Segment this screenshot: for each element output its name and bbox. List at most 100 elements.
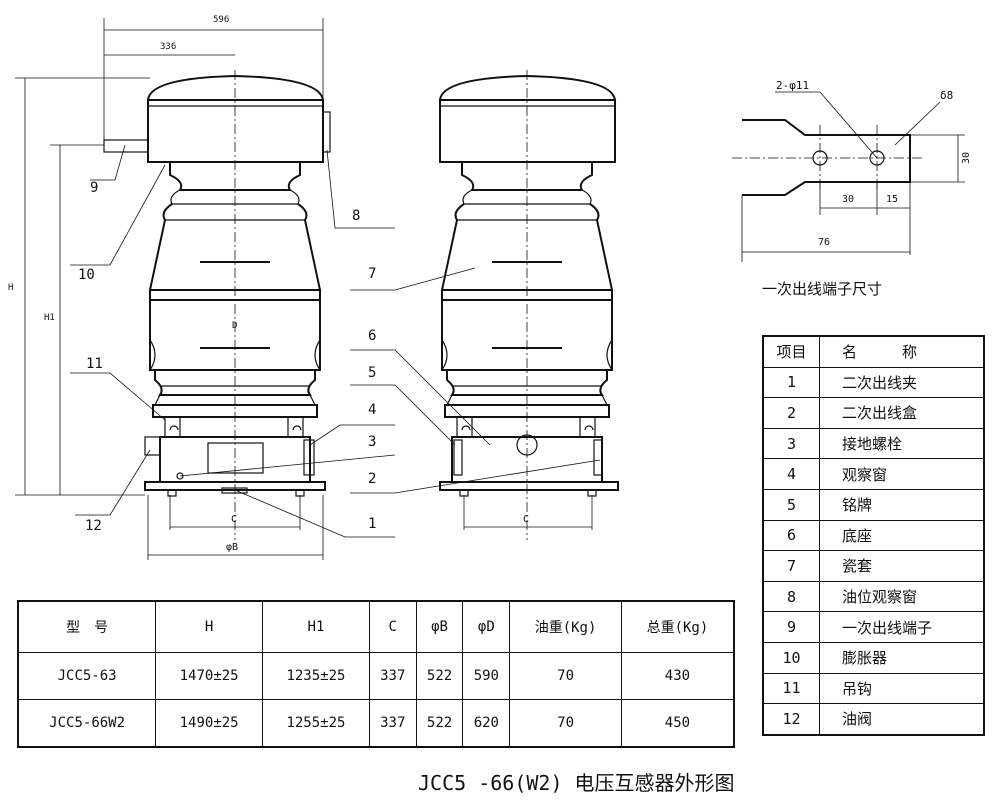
- header-row-cell: 油重(Kg): [509, 600, 622, 653]
- header-row-cell: φD: [462, 600, 511, 653]
- table-row-cell: 70: [509, 652, 622, 700]
- dim-h: H: [8, 283, 13, 293]
- callout-6: 6: [368, 328, 376, 344]
- callouts: 9 10 11 12 8 7 6 5 4 3 2 1: [70, 144, 601, 538]
- table-row-cell: 522: [415, 652, 464, 700]
- side-view: [438, 70, 619, 540]
- table-row-cell: 接地螺栓: [819, 427, 985, 460]
- header-row-cell: H: [155, 600, 264, 653]
- height-dim: 30: [961, 152, 972, 164]
- table-row-cell: 8: [762, 580, 820, 613]
- callout-2: 2: [368, 471, 376, 487]
- table-row-cell: 70: [509, 699, 622, 748]
- drawing-title: JCC5 -66(W2) 电压互感器外形图: [418, 771, 735, 795]
- dim-h1: H1: [44, 313, 55, 323]
- table-row-cell: 观察窗: [819, 458, 985, 490]
- table-row-cell: 12: [762, 703, 820, 736]
- table-row-cell: 2: [762, 397, 820, 429]
- dim-336: 336: [160, 42, 176, 52]
- dim-phib: φB: [226, 542, 238, 553]
- hole-spacing-dim: 30: [842, 194, 854, 205]
- table-row-cell: 450: [620, 699, 735, 748]
- front-view: [103, 70, 331, 540]
- table-row-cell: 二次出线盒: [819, 397, 985, 429]
- header-row-cell: 名 称: [819, 335, 985, 368]
- callout-10: 10: [78, 267, 95, 283]
- table-row-cell: 4: [762, 458, 820, 490]
- front-dimensions: 596 336 H H1 D C φB: [8, 15, 324, 560]
- table-row-cell: 底座: [819, 519, 985, 552]
- terminal-detail: 2-φ11 δ8 30 30 15 76 一次出线端子尺寸: [732, 79, 972, 298]
- table-row-cell: 1255±25: [262, 699, 370, 748]
- table-row-cell: 430: [620, 652, 735, 700]
- length-dim: 76: [818, 237, 830, 248]
- table-row-cell: 11: [762, 672, 820, 705]
- table-row-cell: JCC5-63: [17, 652, 157, 700]
- dim-d: D: [232, 321, 237, 331]
- table-row-cell: 一次出线端子: [819, 611, 985, 643]
- callout-5: 5: [368, 365, 376, 381]
- table-row-cell: 铭牌: [819, 488, 985, 521]
- side-dim-c: C: [523, 514, 529, 525]
- table-row-cell: 膨胀器: [819, 641, 985, 674]
- header-row: 项目名 称: [762, 335, 985, 368]
- table-row-cell: 10: [762, 641, 820, 674]
- table-row-cell: 337: [368, 652, 417, 700]
- table-row-cell: 5: [762, 488, 820, 521]
- table-row-cell: 1470±25: [155, 652, 264, 700]
- dim-c: C: [231, 514, 237, 525]
- callout-12: 12: [85, 518, 102, 534]
- thickness-label: δ8: [940, 89, 953, 102]
- table-row-cell: 337: [368, 699, 417, 748]
- table-row-cell: 522: [415, 699, 464, 748]
- table-row-cell: 6: [762, 519, 820, 552]
- callout-3: 3: [368, 434, 376, 450]
- table-row-cell: 瓷套: [819, 550, 985, 582]
- header-row-cell: 总重(Kg): [620, 600, 735, 653]
- header-row-cell: H1: [262, 600, 370, 653]
- callout-11: 11: [86, 356, 103, 372]
- table-row-cell: 油位观察窗: [819, 580, 985, 613]
- table-row-cell: 1490±25: [155, 699, 264, 748]
- table-row-cell: 吊钩: [819, 672, 985, 705]
- callout-7: 7: [368, 266, 376, 282]
- table-row-cell: 1: [762, 366, 820, 399]
- table-row-cell: 9: [762, 611, 820, 643]
- terminal-caption: 一次出线端子尺寸: [762, 280, 882, 298]
- table-row-cell: 油阀: [819, 703, 985, 736]
- table-row-cell: JCC5-66W2: [17, 699, 157, 748]
- table-row-cell: 3: [762, 427, 820, 460]
- table-row-cell: 1235±25: [262, 652, 370, 700]
- hole-label: 2-φ11: [776, 79, 809, 92]
- table-row-cell: 7: [762, 550, 820, 582]
- header-row-cell: 项目: [762, 335, 820, 368]
- table-row-cell: 590: [462, 652, 511, 700]
- callout-8: 8: [352, 208, 360, 224]
- callout-4: 4: [368, 402, 376, 418]
- edge-offset-dim: 15: [886, 194, 898, 205]
- header-row-cell: φB: [415, 600, 464, 653]
- header-row-cell: C: [368, 600, 417, 653]
- dim-596: 596: [213, 15, 229, 25]
- callout-1: 1: [368, 516, 376, 532]
- header-row-cell: 型 号: [17, 600, 157, 653]
- callout-9: 9: [90, 180, 98, 196]
